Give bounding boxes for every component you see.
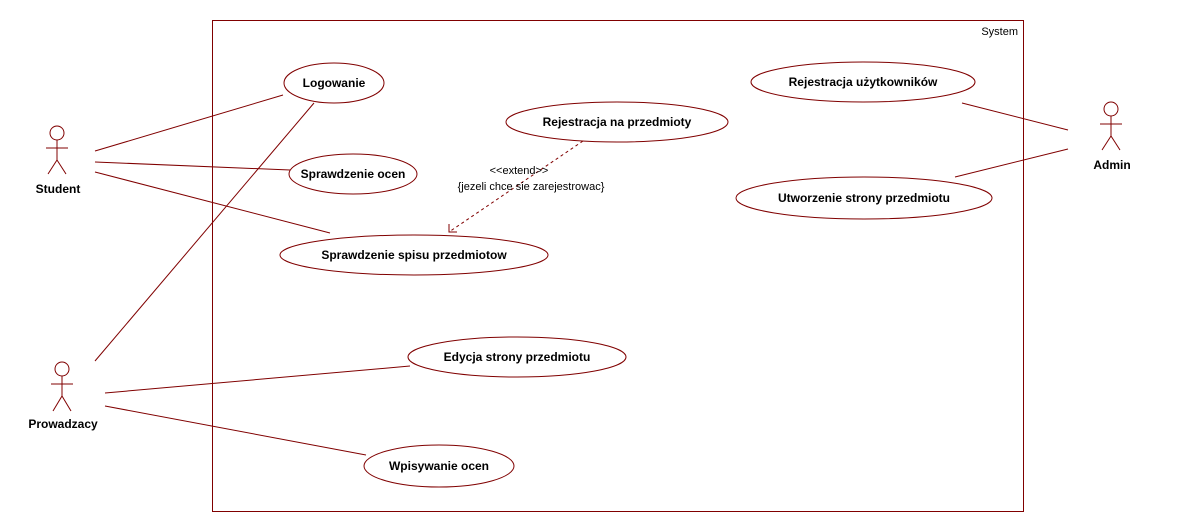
extend-arrowhead: [448, 224, 457, 233]
use-case-label: Edycja strony przedmiotu: [444, 350, 591, 364]
system-boundary: [212, 20, 1024, 512]
extend-line: [448, 140, 584, 233]
association-admin-utworzenie-strony: [954, 148, 1069, 178]
use-case-edycja-strony: Edycja strony przedmiotu: [407, 336, 627, 378]
association-student-sprawdzenie-ocen: [94, 161, 291, 171]
use-case-rejestracja-uzytkownikow: Rejestracja użytkowników: [750, 61, 976, 103]
use-case-label: Utworzenie strony przedmiotu: [778, 191, 950, 205]
use-case-label: Sprawdzenie spisu przedmiotow: [321, 248, 507, 262]
extend-condition: {jezeli chce sie zarejestrowac}: [458, 181, 605, 193]
association-prowadzacy-logowanie: [94, 102, 315, 362]
extend-stereotype: <<extend>>: [490, 165, 549, 177]
association-admin-rejestracja-uzytkownikow: [961, 102, 1069, 131]
associations: [94, 94, 1069, 456]
use-case-wpisywanie-ocen: Wpisywanie ocen: [363, 444, 515, 488]
association-student-logowanie: [94, 94, 284, 152]
actor-admin: Admin: [1093, 101, 1131, 172]
use-case-logowanie: Logowanie: [283, 62, 385, 104]
use-case-label: Rejestracja użytkowników: [789, 75, 938, 89]
actor-student: Student: [36, 125, 81, 196]
actor-label: Prowadzacy: [28, 417, 98, 431]
association-prowadzacy-edycja-strony: [104, 365, 411, 394]
extend-dependency: <<extend>> {jezeli chce sie zarejestrowa…: [448, 140, 605, 233]
use-case-label: Rejestracja na przedmioty: [543, 115, 692, 129]
use-case-label: Wpisywanie ocen: [389, 459, 489, 473]
stick-figure-icon: [51, 361, 73, 412]
system-boundary-label: System: [981, 26, 1018, 38]
use-case-sprawdzenie-spisu: Sprawdzenie spisu przedmiotow: [279, 234, 549, 276]
use-case-sprawdzenie-ocen: Sprawdzenie ocen: [288, 153, 418, 195]
actor-label: Admin: [1093, 158, 1130, 172]
use-case-rejestracja-przedmioty: Rejestracja na przedmioty: [505, 101, 729, 143]
stick-figure-icon: [46, 125, 68, 175]
use-case-utworzenie-strony: Utworzenie strony przedmiotu: [735, 176, 993, 220]
actor-prowadzacy: Prowadzacy: [28, 361, 98, 431]
use-case-label: Logowanie: [303, 76, 366, 90]
association-student-sprawdzenie-spisu: [94, 171, 331, 234]
association-prowadzacy-wpisywanie-ocen: [104, 405, 367, 456]
actor-label: Student: [36, 182, 81, 196]
stick-figure-icon: [1100, 101, 1122, 151]
use-case-label: Sprawdzenie ocen: [301, 167, 406, 181]
